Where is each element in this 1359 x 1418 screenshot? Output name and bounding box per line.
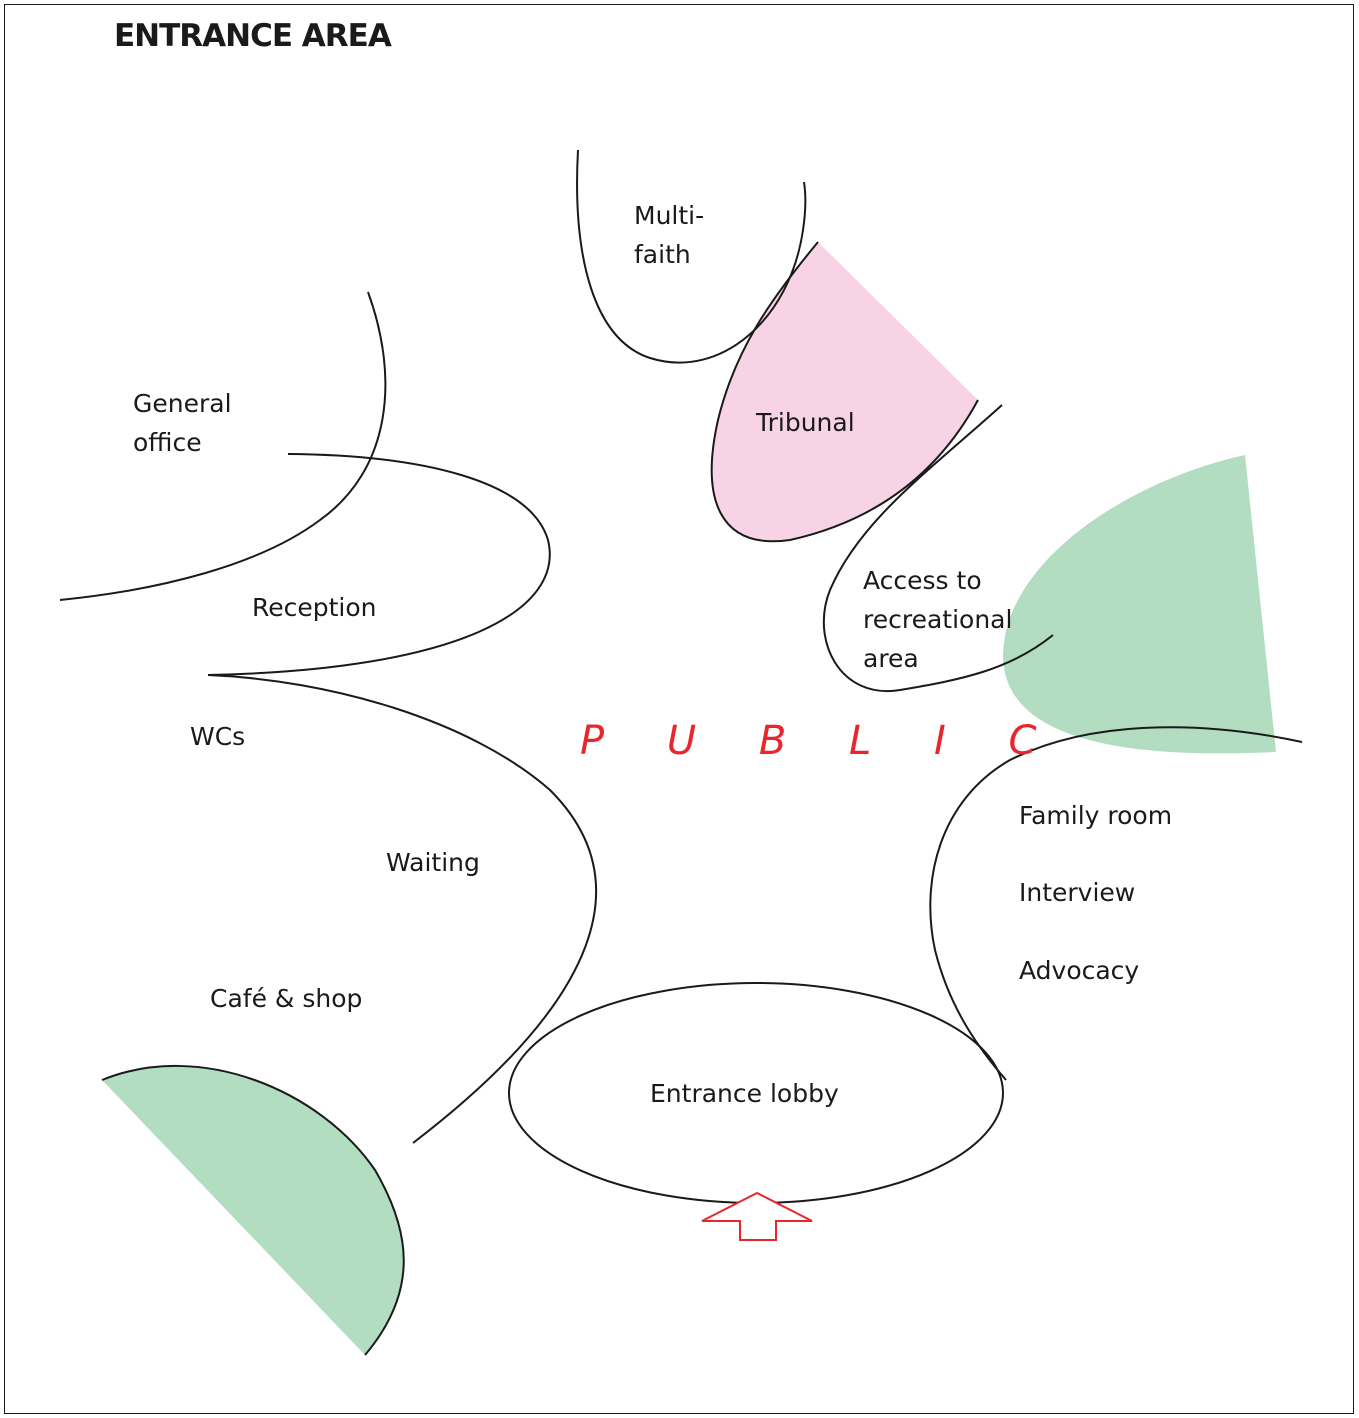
general-office-label: General office [133, 389, 232, 457]
waiting-label: Waiting [386, 848, 480, 877]
diagram-title: ENTRANCE AREA [114, 18, 392, 54]
family-room-boundary [929, 726, 1303, 1081]
public-label: P U B L I C [580, 718, 1062, 764]
reception-label: Reception [252, 593, 377, 622]
tribunal-zone [711, 242, 978, 542]
cafe-shop-label: Café & shop [210, 984, 363, 1013]
interview-label: Interview [1019, 878, 1136, 907]
entrance-lobby-label: Entrance lobby [650, 1079, 839, 1108]
green-zone-bottom-left [102, 1065, 404, 1355]
general-office-boundary [59, 291, 387, 601]
waiting-boundary [207, 674, 598, 1144]
entrance-arrow-icon [701, 1191, 813, 1241]
recreational-access-label: Access to recreational area [863, 566, 1013, 673]
green-zone-bottom-left-edge [101, 1065, 405, 1356]
multi-faith-boundary [576, 149, 807, 364]
wcs-label: WCs [190, 722, 246, 751]
tribunal-label: Tribunal [756, 408, 855, 437]
multi-faith-label: Multi- faith [634, 201, 705, 269]
recreational-access-boundary [822, 404, 1054, 693]
reception-boundary [207, 453, 551, 676]
green-zone-right [1003, 455, 1276, 754]
advocacy-label: Advocacy [1019, 956, 1140, 985]
family-room-label: Family room [1019, 801, 1173, 830]
